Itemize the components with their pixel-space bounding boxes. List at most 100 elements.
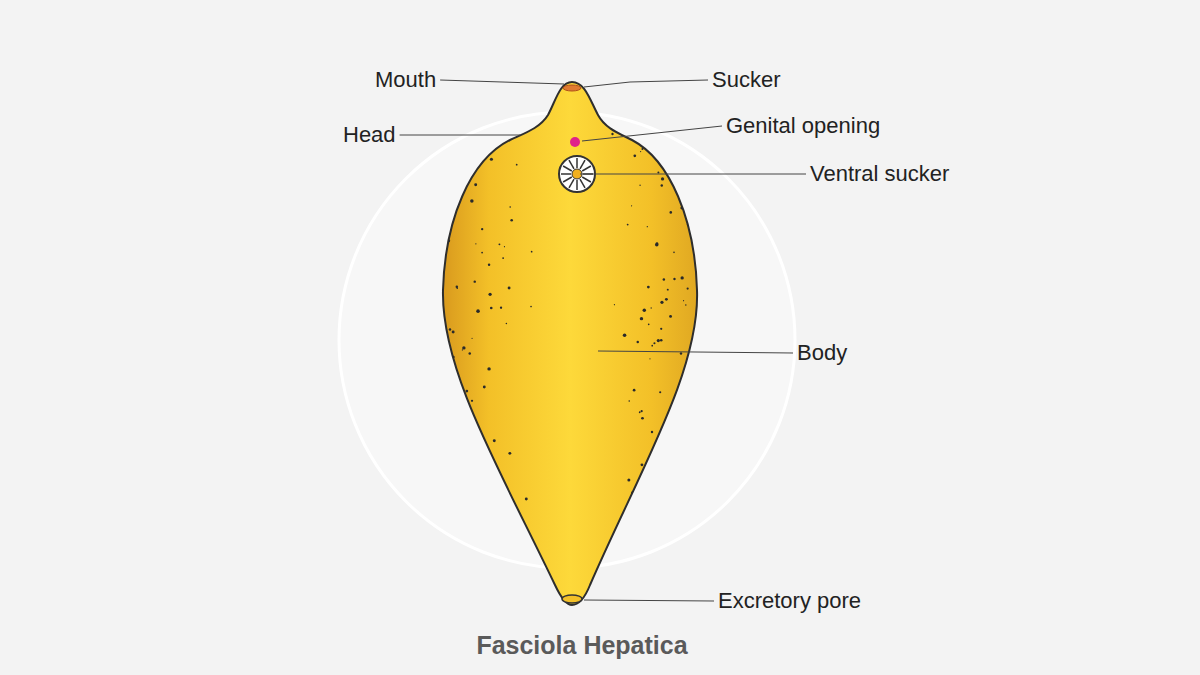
speckle (688, 111, 689, 112)
speckle (729, 111, 731, 113)
leader-line (598, 351, 793, 353)
speckle (410, 268, 412, 270)
speckle (422, 464, 423, 465)
speckle (641, 417, 644, 420)
speckle (667, 289, 669, 291)
speckle (643, 308, 646, 311)
speckle (471, 338, 472, 339)
speckle (440, 527, 442, 529)
speckle (696, 162, 699, 165)
speckle (687, 223, 690, 226)
speckle (437, 416, 440, 419)
speckle (419, 457, 422, 460)
speckle (434, 426, 437, 429)
speckle (450, 508, 452, 510)
speckle (707, 478, 710, 481)
speckle (651, 307, 652, 308)
leader-line (440, 80, 564, 84)
speckle (460, 471, 463, 474)
leader-line (584, 80, 708, 87)
speckle (416, 407, 419, 410)
speckle (739, 411, 742, 414)
speckle (402, 535, 405, 538)
speckle (736, 109, 738, 111)
speckle (427, 258, 429, 260)
speckle (516, 164, 518, 166)
speckle (415, 481, 419, 485)
speckle (741, 419, 743, 421)
speckle (659, 591, 663, 595)
speckle (424, 530, 426, 532)
speckle (490, 158, 493, 161)
speckle (721, 415, 724, 418)
speckle (733, 532, 736, 535)
speckle (712, 145, 715, 148)
speckle (730, 259, 733, 262)
speckle (734, 288, 736, 290)
sucker-spoke (563, 166, 572, 171)
speckle (641, 148, 643, 150)
speckle (730, 523, 733, 526)
speckle (739, 189, 741, 191)
speckle (404, 487, 406, 489)
speckle (692, 176, 695, 179)
speckle (739, 297, 741, 299)
speckle (623, 333, 627, 337)
speckle (730, 550, 732, 552)
speckle (659, 159, 660, 160)
speckle (739, 235, 742, 238)
sucker-spoke (580, 179, 585, 188)
speckle (669, 315, 672, 318)
speckle (659, 391, 661, 393)
speckle (432, 155, 435, 158)
speckle (701, 193, 704, 196)
speckle (663, 278, 666, 281)
speckle (703, 596, 704, 597)
speckle (710, 382, 712, 384)
speckle (631, 205, 632, 206)
speckle (685, 501, 688, 504)
sucker-spoke (569, 160, 574, 169)
speckle (500, 307, 502, 309)
speckle (690, 549, 693, 552)
speckle (509, 598, 513, 602)
speckle (531, 251, 533, 253)
speckle (432, 495, 434, 497)
speckle (611, 133, 613, 135)
speckle (432, 124, 435, 127)
speckle (426, 255, 428, 257)
speckle (412, 587, 414, 589)
speckle (633, 154, 636, 157)
speckle (504, 246, 505, 247)
speckle (414, 118, 416, 120)
speckle (661, 184, 663, 186)
speckle (468, 352, 471, 355)
speckle (422, 296, 425, 299)
speckle (413, 441, 416, 444)
speckle (672, 486, 675, 489)
speckle (653, 342, 655, 344)
speckle (463, 399, 466, 402)
speckle (445, 162, 448, 165)
speckle (715, 409, 719, 413)
speckle (738, 421, 742, 425)
speckle (728, 184, 730, 186)
speckle (525, 498, 528, 501)
speckle (452, 331, 455, 334)
speckle (691, 433, 693, 435)
speckle (737, 397, 740, 400)
speckle (633, 138, 636, 141)
leader-line (584, 600, 714, 601)
speckle (644, 528, 647, 531)
speckle (731, 224, 734, 227)
sucker-spoke (569, 179, 574, 188)
speckle (711, 376, 713, 378)
speckle (639, 185, 640, 186)
speckle (417, 448, 420, 451)
speckle (673, 278, 675, 280)
speckle (422, 191, 424, 193)
speckle (425, 139, 428, 142)
speckle (726, 188, 727, 189)
speckle (673, 252, 675, 254)
speckle (721, 114, 723, 116)
